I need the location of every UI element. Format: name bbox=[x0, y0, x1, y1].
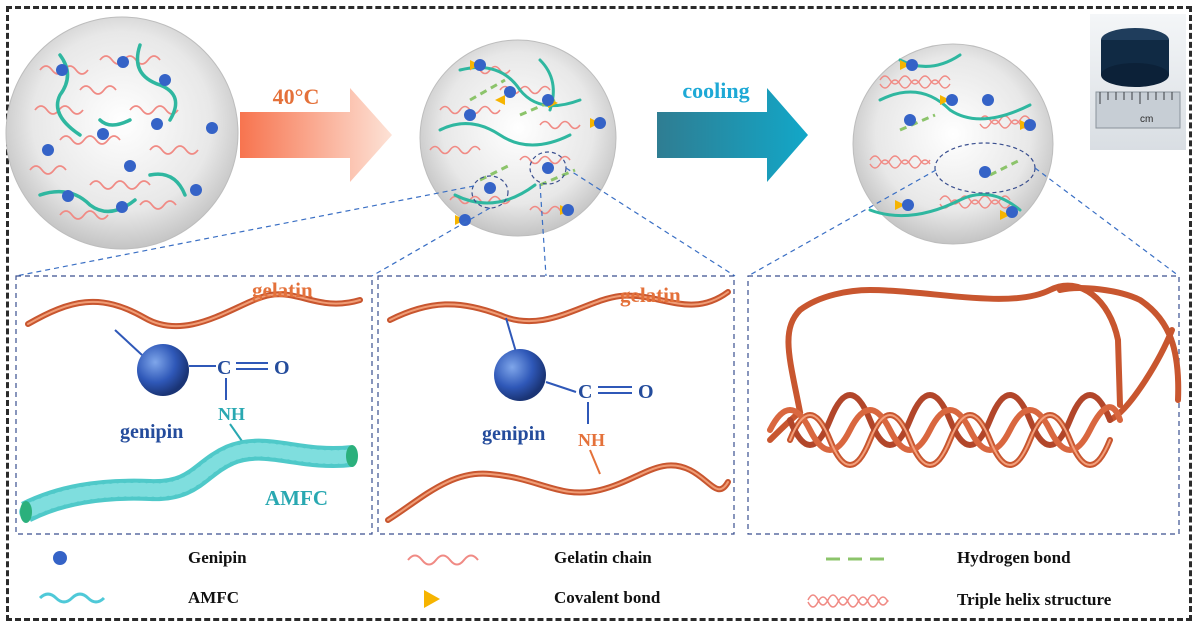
legend: Genipin AMFC Gelatin chain Covalent bond… bbox=[38, 548, 1112, 609]
carbonyl-oxygen: O bbox=[638, 381, 654, 403]
panel-border bbox=[747, 275, 1180, 535]
legend-label-amfc: AMFC bbox=[188, 588, 239, 607]
diagram-frame bbox=[6, 6, 1192, 621]
ruler-unit-label: cm bbox=[1140, 114, 1153, 125]
sphere-initial bbox=[5, 16, 239, 250]
amfc-wave-icon bbox=[38, 592, 106, 604]
hydrogen-bonds bbox=[899, 113, 1021, 177]
covalent-triangle-icon bbox=[424, 590, 440, 608]
genipin-label: genipin bbox=[120, 421, 183, 443]
triple-helix bbox=[767, 282, 1182, 468]
amfc-fibers bbox=[868, 53, 1032, 218]
carbonyl-carbon: C bbox=[578, 381, 592, 403]
legend-item-hydrogen-bond: Hydrogen bond bbox=[826, 548, 1071, 567]
legend-label-genipin: Genipin bbox=[188, 548, 247, 567]
gelatin-tube-highlight bbox=[27, 293, 361, 328]
genipin-dot-icon bbox=[53, 551, 67, 565]
legend-item-triple-helix: Triple helix structure bbox=[807, 590, 1112, 609]
legend-label-covalent-bond: Covalent bond bbox=[554, 588, 661, 607]
genipin-sphere bbox=[137, 344, 189, 396]
carbonyl-oxygen: O bbox=[274, 357, 290, 379]
genipin-carbonyl-link bbox=[545, 381, 577, 393]
amine-gelatin-link bbox=[589, 449, 601, 475]
sphere-crosslinked bbox=[419, 39, 617, 237]
gelatin-tube-bottom-highlight bbox=[387, 464, 729, 521]
legend-item-amfc: AMFC bbox=[38, 588, 239, 607]
ruler-ticks bbox=[1099, 92, 1173, 104]
sphere-body bbox=[419, 39, 617, 237]
amfc-fiber-end bbox=[20, 501, 32, 523]
sphere-helix bbox=[852, 43, 1054, 245]
legend-label-hydrogen-bond: Hydrogen bond bbox=[957, 548, 1071, 567]
amfc-fiber-texture bbox=[19, 442, 359, 519]
genipin-label: genipin bbox=[482, 423, 545, 445]
triple-helix-icon bbox=[807, 594, 889, 606]
gelatin-tube-top-highlight bbox=[389, 291, 729, 323]
detail-panel-middle: gelatin C O NH genipin bbox=[377, 275, 735, 535]
amine-label: NH bbox=[578, 430, 605, 450]
genipin-sphere bbox=[494, 349, 546, 401]
gelatin-chains bbox=[29, 55, 199, 220]
gelatin-chain-wave-icon bbox=[407, 554, 479, 566]
gelatin-label: gelatin bbox=[620, 283, 681, 307]
legend-label-gelatin-chain: Gelatin chain bbox=[554, 548, 652, 567]
genipin-gelatin-link bbox=[505, 317, 517, 353]
covalent-bonds bbox=[895, 60, 1030, 220]
legend-item-gelatin-chain: Gelatin chain bbox=[407, 548, 652, 567]
amfc-fiber-end bbox=[346, 445, 358, 467]
genipin-dots bbox=[42, 56, 218, 213]
genipin-dots bbox=[459, 59, 606, 226]
sphere-body bbox=[5, 16, 239, 250]
heating-arrow: 40°C bbox=[240, 84, 392, 182]
hydrogen-bonds bbox=[469, 78, 576, 187]
zoom-ring-left bbox=[471, 175, 509, 209]
gelatin-label: gelatin bbox=[252, 278, 313, 302]
cooling-arrow: cooling bbox=[657, 78, 808, 182]
amfc-label: AMFC bbox=[265, 486, 328, 510]
legend-item-genipin: Genipin bbox=[53, 548, 247, 567]
legend-item-covalent-bond: Covalent bond bbox=[424, 588, 661, 608]
heating-temperature-label: 40°C bbox=[273, 84, 320, 109]
hydrogel-cylinder-bottom bbox=[1101, 63, 1169, 87]
legend-label-triple-helix: Triple helix structure bbox=[957, 590, 1112, 609]
detail-panel-left: gelatin C O NH genipin AMFC bbox=[15, 275, 373, 535]
carbonyl-carbon: C bbox=[217, 357, 231, 379]
ruler bbox=[1095, 91, 1181, 129]
amine-label: NH bbox=[218, 404, 245, 424]
zoom-connectors bbox=[15, 167, 1180, 277]
genipin-dots bbox=[902, 59, 1036, 218]
sample-photo: cm bbox=[1090, 14, 1186, 150]
genipin-gelatin-link bbox=[114, 329, 143, 356]
heating-arrow-shape bbox=[240, 88, 392, 182]
cooling-label: cooling bbox=[682, 78, 749, 103]
cooling-arrow-shape bbox=[657, 88, 808, 182]
detail-panel-right bbox=[747, 275, 1182, 535]
